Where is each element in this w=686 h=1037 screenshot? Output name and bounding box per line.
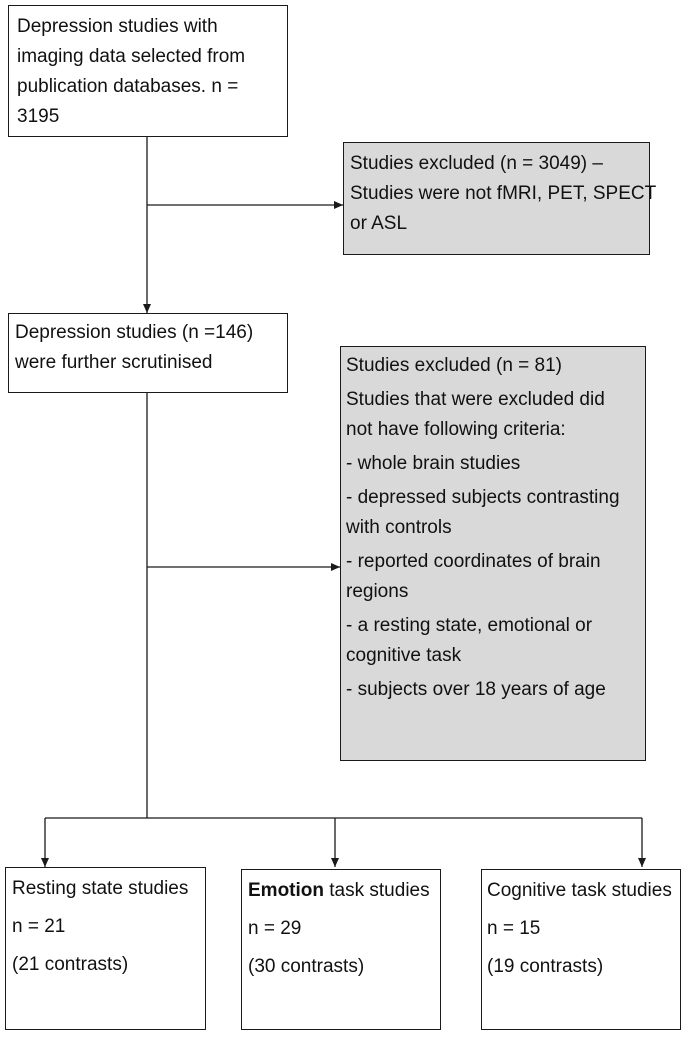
criterion-item-cont: regions (346, 581, 409, 602)
criterion-item: - a resting state, emotional or (346, 615, 593, 636)
criterion-item-cont: with controls (346, 517, 452, 538)
outcome-count: n = 21 (12, 916, 66, 937)
outcome-contrasts: (30 contrasts) (248, 956, 365, 977)
outcome-contrasts: (21 contrasts) (12, 954, 129, 975)
exclusion-intro-line: not have following criteria: (346, 419, 566, 440)
exclusion-intro-line: Studies that were excluded did (346, 389, 605, 410)
outcome-title: Emotion task studies (248, 876, 440, 906)
box-text-line: Depression studies with (17, 16, 218, 37)
box-text-line: 3195 (17, 106, 60, 127)
box-text-line: imaging data selected from (17, 46, 246, 67)
box-emotion-task: Emotion task studies n = 29 (30 contrast… (241, 869, 441, 1030)
outcome-title: Cognitive task studies (487, 880, 672, 901)
exclusion-heading: Studies excluded (n = 81) (346, 355, 562, 376)
criterion-item: - whole brain studies (346, 453, 521, 474)
box-selected-studies: Depression studies with imaging data sel… (8, 5, 288, 137)
box-text-line: Depression studies (n =146) (15, 322, 254, 343)
outcome-title-rest: task studies (324, 880, 430, 901)
box-text-line: were further scrutinised (15, 352, 213, 373)
box-cognitive-task: Cognitive task studies n = 15 (19 contra… (481, 869, 681, 1030)
outcome-contrasts: (19 contrasts) (487, 956, 604, 977)
box-exclusion-2: Studies excluded (n = 81) Studies that w… (340, 346, 646, 761)
criterion-item-cont: cognitive task (346, 645, 462, 666)
box-text-line: publication databases. n = (17, 76, 239, 97)
box-resting-state: Resting state studies n = 21 (21 contras… (5, 867, 206, 1030)
outcome-count: n = 15 (487, 918, 541, 939)
box-text-line: Studies excluded (n = 3049) – (350, 153, 603, 174)
criterion-item: - depressed subjects contrasting (346, 487, 620, 508)
criterion-item: - subjects over 18 years of age (346, 679, 606, 700)
criterion-item: - reported coordinates of brain (346, 551, 601, 572)
outcome-title-bold: Emotion (248, 880, 324, 901)
box-text-line: Studies were not fMRI, PET, SPECT (350, 183, 657, 204)
box-scrutinised-studies: Depression studies (n =146) were further… (8, 313, 288, 393)
box-text-line: or ASL (350, 213, 408, 234)
box-exclusion-1: Studies excluded (n = 3049) – Studies we… (343, 142, 657, 255)
outcome-title: Resting state studies (12, 878, 189, 899)
outcome-count: n = 29 (248, 918, 302, 939)
